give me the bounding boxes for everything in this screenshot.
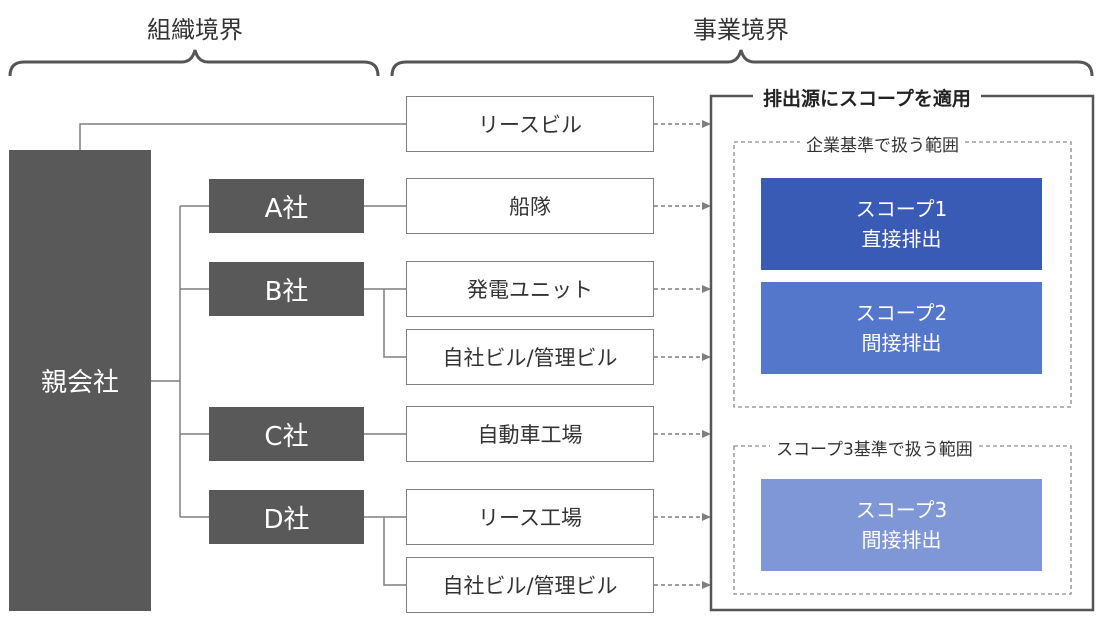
scope-name: スコープ1 [855, 197, 948, 221]
parent-company-label: 親会社 [40, 368, 119, 398]
scope1-box: スコープ1 直接排出 [761, 178, 1042, 270]
subsidiary-label: C社 [264, 421, 309, 452]
scope-desc: 直接排出 [861, 227, 942, 251]
scope-desc: 間接排出 [861, 331, 942, 355]
scope-name: スコープ3 [855, 498, 948, 522]
scope3-standard-group-title: スコープ3基準で扱う範囲 [770, 435, 979, 460]
subsidiary-c-box: C社 [209, 407, 364, 461]
subsidiary-a-box: A社 [209, 179, 364, 233]
scope-desc: 間接排出 [861, 528, 942, 552]
subsidiary-label: B社 [264, 276, 309, 307]
asset-label: 発電ユニット [467, 278, 593, 302]
asset-label: 自社ビル/管理ビル [442, 346, 618, 370]
asset-label: 船隊 [509, 195, 551, 219]
connector-parent-lease-building [79, 123, 406, 150]
subsidiary-label: D社 [263, 504, 310, 535]
subsidiary-d-box: D社 [209, 490, 364, 544]
asset-fleet-box: 船隊 [406, 178, 654, 234]
subsidiary-b-box: B社 [209, 262, 364, 316]
asset-power-unit-box: 発電ユニット [406, 261, 654, 317]
asset-lease-factory-box: リース工場 [406, 489, 654, 545]
scope-frame-title: 排出源にスコープを適用 [753, 84, 981, 111]
asset-car-factory-box: 自動車工場 [406, 406, 654, 462]
organizational-boundary-label: 組織境界 [147, 16, 243, 44]
asset-own-building-d-box: 自社ビル/管理ビル [406, 557, 654, 613]
asset-label: リースビル [478, 113, 582, 137]
scope3-box: スコープ3 間接排出 [761, 479, 1042, 571]
connector-d-own-building [383, 517, 406, 586]
organizational-boundary-brace [8, 49, 380, 77]
subsidiary-label: A社 [264, 193, 309, 224]
operational-boundary-brace [390, 49, 1094, 77]
asset-lease-building-box: リースビル [406, 96, 654, 152]
connector-b-own-building [383, 289, 406, 358]
scope2-box: スコープ2 間接排出 [761, 282, 1042, 374]
asset-own-building-b-box: 自社ビル/管理ビル [406, 329, 654, 385]
corporate-standard-group-title: 企業基準で扱う範囲 [800, 131, 965, 156]
asset-label: リース工場 [478, 506, 582, 530]
asset-label: 自動車工場 [477, 423, 583, 447]
asset-label: 自社ビル/管理ビル [442, 574, 618, 598]
operational-boundary-label: 事業境界 [693, 16, 789, 44]
parent-company-box: 親会社 [9, 150, 151, 611]
scope-name: スコープ2 [855, 301, 948, 325]
